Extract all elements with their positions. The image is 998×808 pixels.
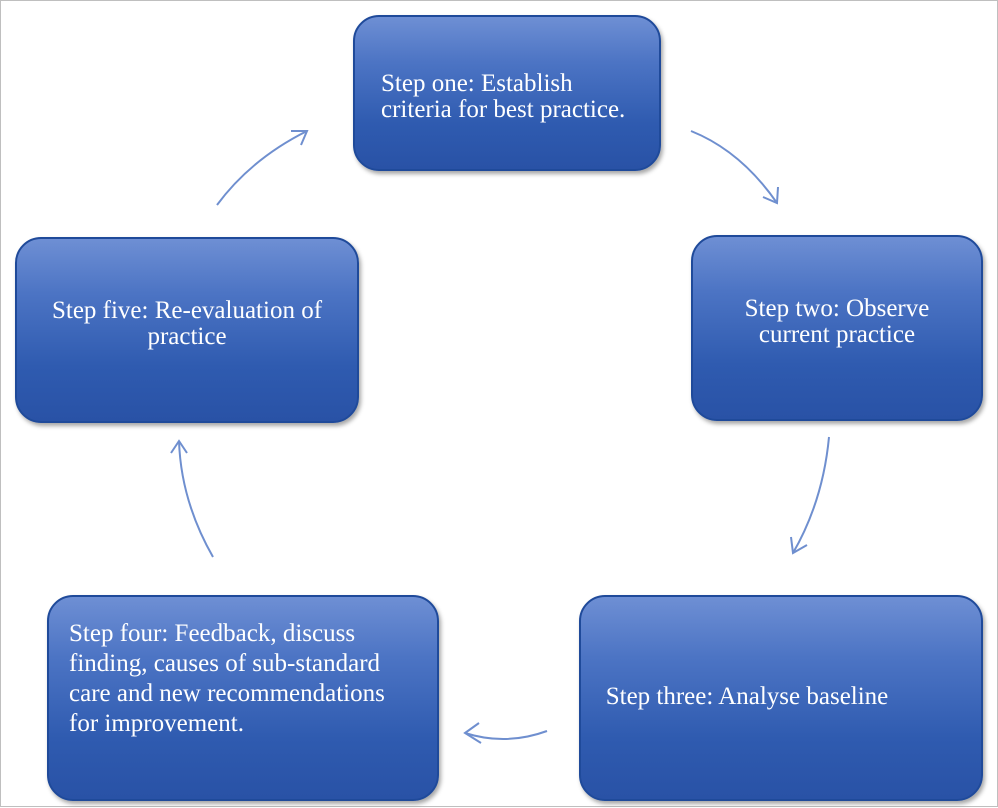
arrow-step2-to-step3	[790, 436, 830, 555]
step-three-box: Step three: Analyse baseline	[579, 595, 983, 801]
step-two-box: Step two: Observe current practice	[691, 235, 983, 421]
step-five-text: Step five: Re-evaluation of practice	[51, 297, 323, 350]
step-two-text: Step two: Observe current practice	[744, 295, 930, 348]
step-three-text: Step three: Analyse baseline	[605, 683, 889, 710]
step-one-text: Step one: Establish criteria for best pr…	[381, 70, 626, 123]
step-four-box: Step four: Feedback, discuss finding, ca…	[47, 595, 439, 801]
arrow-step4-to-step5	[170, 439, 214, 558]
step-one-box: Step one: Establish criteria for best pr…	[353, 15, 661, 171]
step-four-text: Step four: Feedback, discuss finding, ca…	[69, 620, 385, 737]
arrow-step3-to-step4	[463, 722, 548, 744]
step-five-box: Step five: Re-evaluation of practice	[15, 237, 359, 423]
arrow-step5-to-step1	[216, 130, 309, 206]
arrow-step1-to-step2	[690, 130, 779, 205]
